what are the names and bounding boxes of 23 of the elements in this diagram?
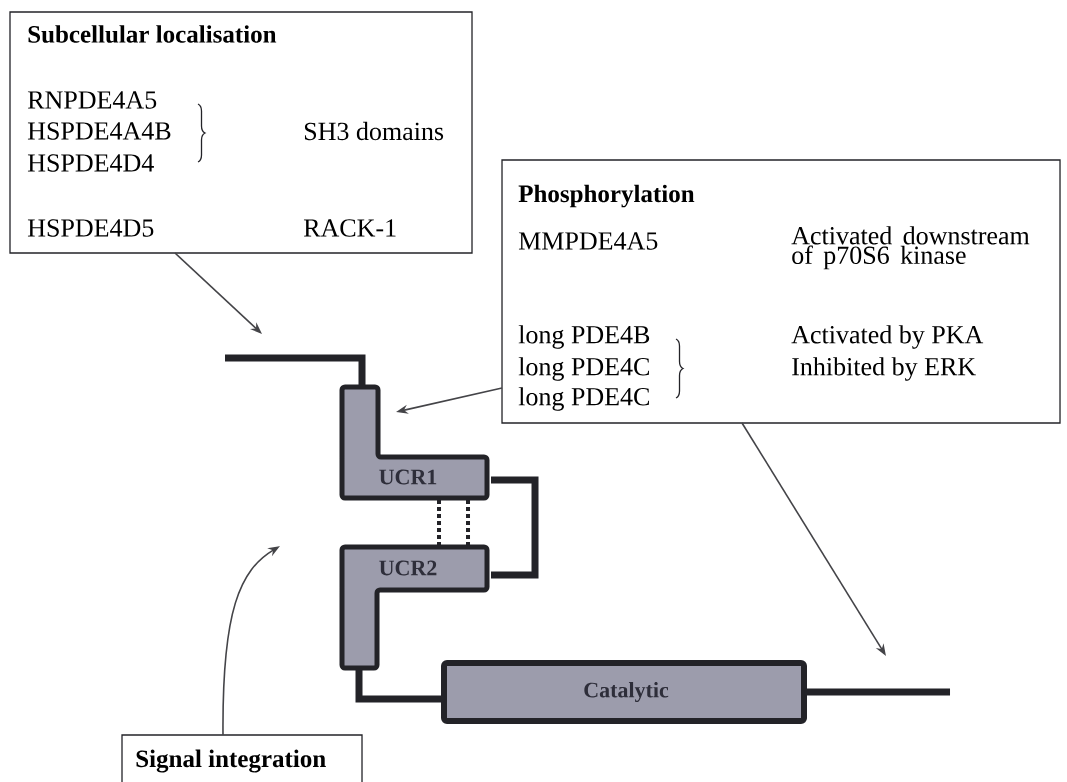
- ucr-domain: UCR1: [339, 384, 490, 501]
- protein-label: Inhibited by ERK: [792, 357, 976, 381]
- catalytic-domain: Catalytic: [441, 660, 807, 724]
- protein-label: HSPDE4A4B: [27, 122, 171, 140]
- protein-label: long PDE4B: [518, 325, 650, 349]
- protein-label: Activated by PKA: [791, 325, 984, 349]
- protein-label: long PDE4C: [518, 387, 649, 411]
- effect-text: Activated downstream of p70S6 kinase: [791, 226, 1030, 270]
- dotted-line: [466, 500, 470, 546]
- arrow: [174, 252, 262, 334]
- box-heading: Subcellular localisation: [28, 25, 277, 43]
- protein-label: HSPDE4D5: [27, 219, 154, 237]
- protein-label: RNPDE4A5: [27, 91, 157, 109]
- linker-line: [355, 669, 444, 703]
- box-heading: Signal integration: [136, 749, 326, 773]
- protein-label: RACK-1: [303, 219, 396, 237]
- protein-label: MMPDE4A5: [518, 232, 658, 250]
- protein-label: HSPDE4D4: [27, 154, 154, 172]
- protein-label: long PDE4C: [518, 357, 649, 381]
- ucr-domain: UCR2: [339, 544, 490, 671]
- dotted-line: [437, 500, 441, 546]
- box-heading: Phosphorylation: [518, 184, 695, 208]
- protein-label: SH3 domains: [304, 121, 444, 141]
